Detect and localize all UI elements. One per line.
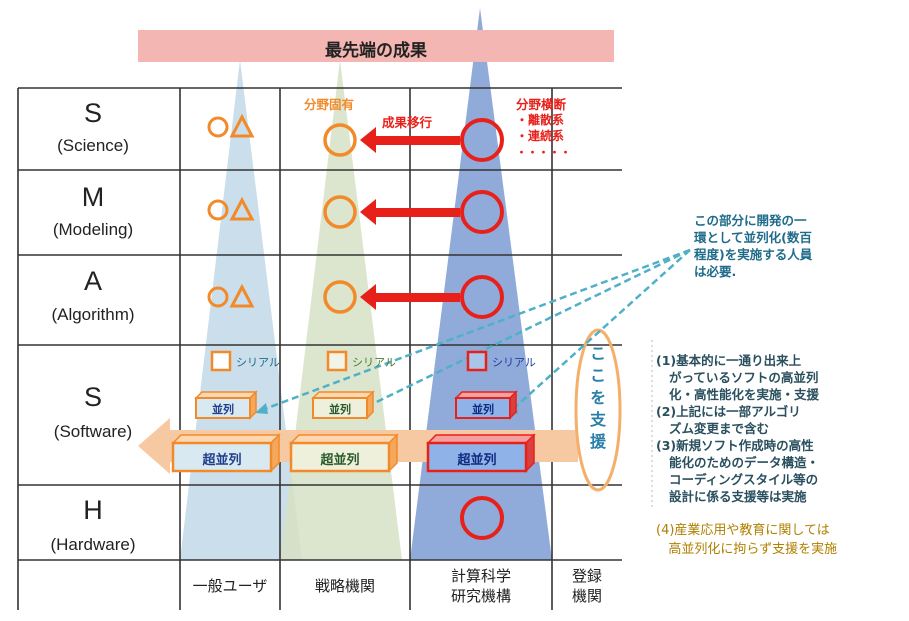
row-name-hardware: (Hardware) xyxy=(50,535,136,554)
parallel-label-riken: 並列 xyxy=(472,403,494,416)
column-strategic-institution: 戦略機関 xyxy=(314,577,375,595)
parallel-box-strategic xyxy=(311,390,375,420)
super-parallel-box-general xyxy=(171,433,281,473)
label-renzoku: ・連続系 xyxy=(516,129,565,143)
circle-icon xyxy=(323,280,357,314)
serial-label-general: シリアル xyxy=(236,356,280,369)
serial-label-strategic: シリアル xyxy=(352,356,396,369)
transfer-arrows xyxy=(360,127,460,310)
riken-circles xyxy=(460,118,504,540)
note-industry-education: (4)産業応用や教育に関しては 高並列化に拘らず支援を実施 xyxy=(656,523,838,557)
note-parallelization-staff: この部分に開発の一 環として並列化(数百 程度)を実施する人員 は必要. xyxy=(694,213,813,279)
label-dots: ・・・・・ xyxy=(516,146,571,159)
banner-bar xyxy=(138,30,614,62)
triangle-icon xyxy=(229,196,255,221)
circle-icon xyxy=(460,118,504,162)
row-name-science: (Science) xyxy=(57,136,129,155)
circle-icon xyxy=(460,496,504,540)
parallel-label-strategic: 並列 xyxy=(329,403,351,416)
serial-box-riken xyxy=(466,350,488,372)
row-letter-algorithm: A xyxy=(83,266,102,296)
column-riken: 計算科学 研究機構 xyxy=(450,567,511,605)
column-general-user: 一般ユーザ xyxy=(192,577,268,595)
label-risan: ・離散系 xyxy=(516,113,565,127)
circle-icon xyxy=(323,123,357,157)
row-letter-software: S xyxy=(83,382,102,412)
super-parallel-label-general: 超並列 xyxy=(202,453,242,468)
parallel-box-riken xyxy=(454,390,518,420)
note-support-items: (1)基本的に一通り出来上 がっているソフトの高並列 化・高性能化を実施・支援 … xyxy=(656,353,820,504)
row-letter-hardware: H xyxy=(83,495,103,525)
row-name-algorithm: (Algorithm) xyxy=(51,305,135,324)
dashed-arrowhead xyxy=(255,403,268,414)
general-user-shapes xyxy=(207,113,255,308)
circle-icon xyxy=(460,190,504,234)
support-label: ここを支援 xyxy=(587,345,606,455)
triangle-icon xyxy=(229,113,255,138)
super-parallel-box-strategic xyxy=(289,433,399,473)
grid xyxy=(17,87,622,610)
support-ellipse xyxy=(574,328,622,492)
circle-icon xyxy=(207,199,229,221)
label-bunya-koyu: 分野固有 xyxy=(304,97,355,112)
circle-icon xyxy=(460,275,504,319)
strategic-circles xyxy=(323,123,357,314)
serial-label-riken: シリアル xyxy=(492,356,536,369)
parallel-box-general xyxy=(194,390,258,420)
column-registered-institution: 登録 機関 xyxy=(571,567,602,605)
serial-box-general xyxy=(210,350,232,372)
row-letter-modeling: M xyxy=(81,182,105,212)
dashed-lines xyxy=(261,248,691,412)
riken-triangle xyxy=(410,8,552,560)
label-seika-iko: 成果移行 xyxy=(382,115,433,130)
triangle-icon xyxy=(229,283,255,308)
banner-title: 最先端の成果 xyxy=(325,41,427,61)
super-parallel-box-riken xyxy=(426,433,536,473)
row-name-software: (Software) xyxy=(53,422,133,441)
circle-icon xyxy=(207,116,229,138)
label-bunya-odan: 分野横断 xyxy=(516,97,567,112)
row-letter-science: S xyxy=(83,98,102,128)
circle-icon xyxy=(323,195,357,229)
super-parallel-label-strategic: 超並列 xyxy=(320,453,360,468)
parallel-label-general: 並列 xyxy=(212,403,234,416)
circle-icon xyxy=(207,286,229,308)
serial-box-strategic xyxy=(326,350,348,372)
super-parallel-label-riken: 超並列 xyxy=(457,453,497,468)
row-name-modeling: (Modeling) xyxy=(52,220,134,239)
